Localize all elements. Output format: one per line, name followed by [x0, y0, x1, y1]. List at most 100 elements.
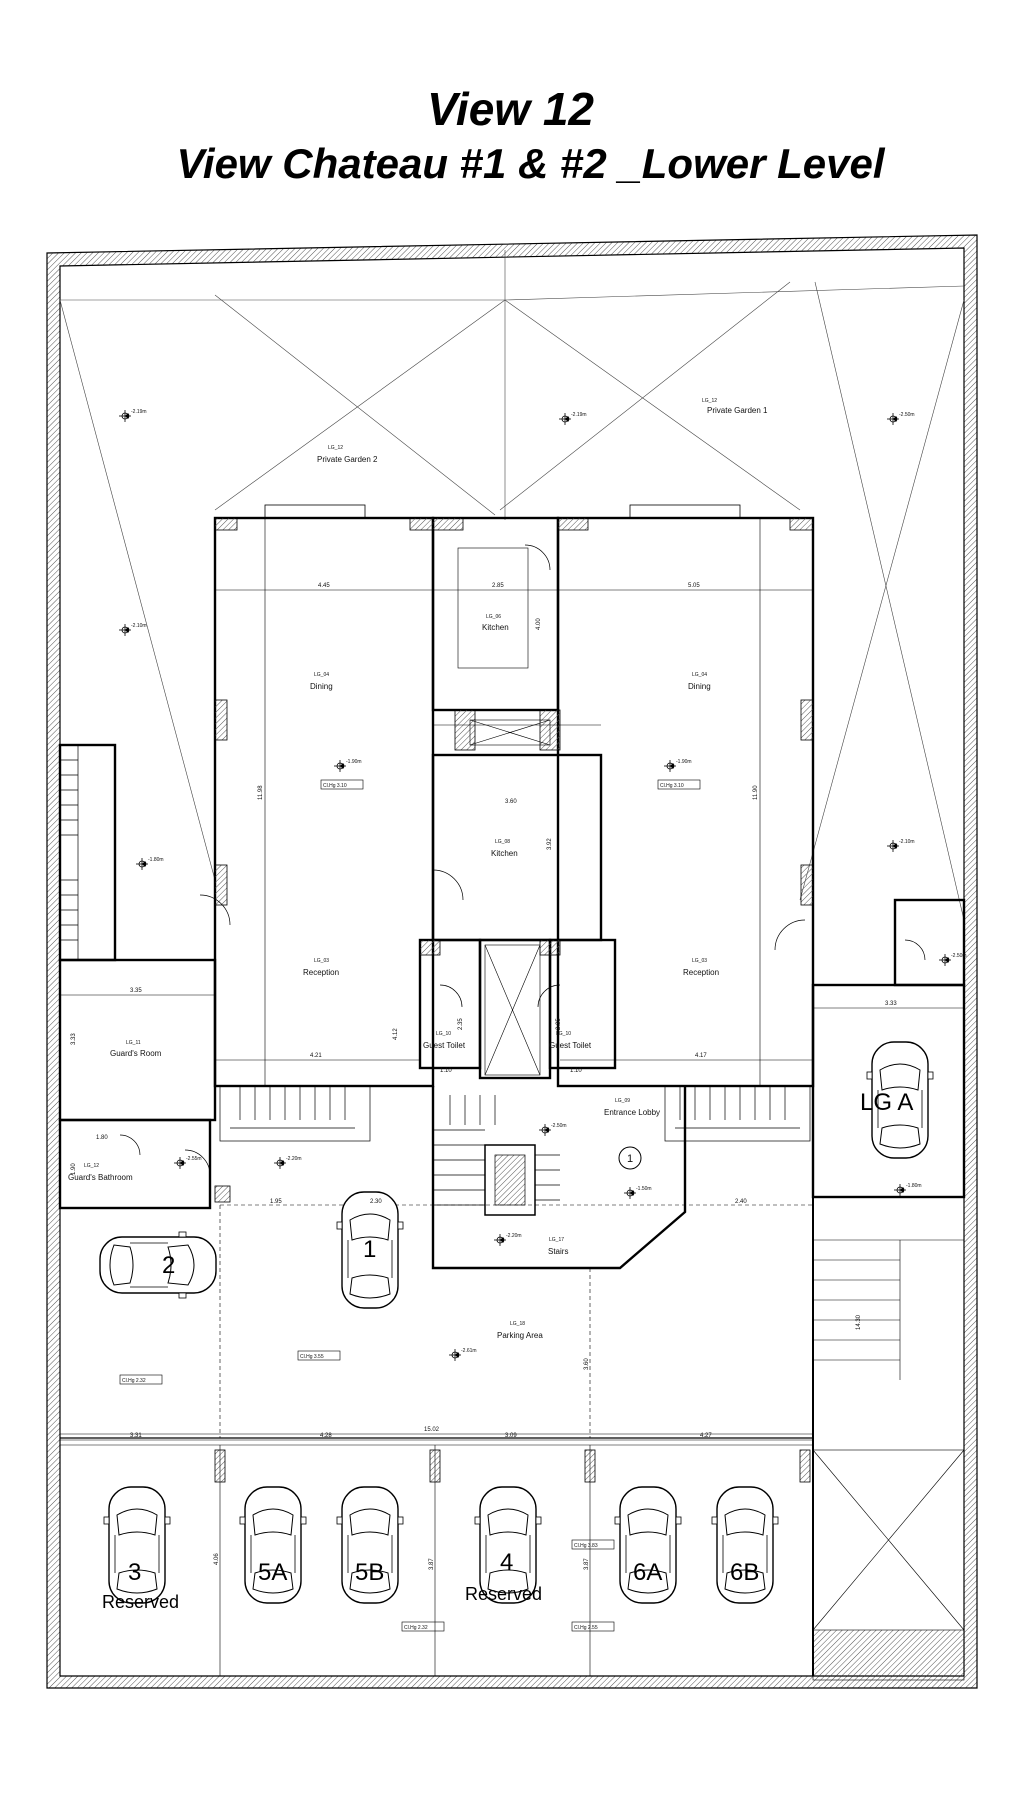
room-tag: LG_03 [314, 958, 329, 964]
room-label: Dining [310, 682, 333, 691]
dimension: 4.45 [318, 583, 330, 589]
level-text: -2.50m [551, 1123, 567, 1129]
dimension: 2.35 [458, 1018, 464, 1030]
ceiling-height: Cl.Hg 2.32 [122, 1378, 146, 1384]
level-icon [886, 412, 900, 426]
room-label: Stairs [548, 1247, 568, 1256]
ceiling-box [401, 1621, 445, 1632]
windows [264, 504, 741, 519]
room-tag: LG_06 [486, 614, 501, 620]
level-text: -2.19m [571, 412, 587, 418]
parking-label: 1 [363, 1236, 376, 1263]
interior-lines [264, 518, 761, 1086]
dimension: 3.87 [584, 1558, 590, 1570]
dimension: 3.60 [505, 799, 517, 805]
parking-label: 3 [128, 1559, 141, 1586]
dimension: 2.35 [556, 1018, 562, 1030]
room-tag: LG_17 [549, 1237, 564, 1243]
level-icon [893, 1183, 907, 1197]
level-text: -2.19m [131, 409, 147, 415]
level-text: -1.80m [148, 857, 164, 863]
level-icon [493, 1233, 507, 1247]
room-tag: LG_09 [615, 1098, 630, 1104]
dimension: 2.40 [735, 1199, 747, 1205]
parking-note: Reserved [102, 1592, 179, 1612]
building-walls [58, 516, 966, 1270]
garden-lines [59, 250, 965, 921]
ramp [812, 985, 965, 1681]
dimension: 3.09 [505, 1433, 517, 1439]
dimension: 3.92 [547, 838, 553, 850]
plan-subtitle: View Chateau #1 & #2 _Lower Level [176, 140, 885, 187]
room-label: Guest Toilet [423, 1041, 466, 1050]
dimension: 3.35 [130, 988, 142, 994]
room-tag: LG_10 [556, 1031, 571, 1037]
dimension: 4.00 [536, 618, 542, 630]
level-text: -1.50m [636, 1186, 652, 1192]
level-text: -2.50m [951, 953, 967, 959]
parking-note: Reserved [465, 1584, 542, 1604]
ceiling-height: Cl.Hg 2.32 [404, 1625, 428, 1631]
parking-label: 4 [500, 1549, 513, 1576]
room-tag: LG_12 [702, 398, 717, 404]
dimension: 15.02 [424, 1427, 440, 1433]
parking-label: 6A [633, 1559, 662, 1586]
dimension: 4.28 [320, 1433, 332, 1439]
room-tag: LG_08 [495, 839, 510, 845]
ceiling-height: Cl.Hg 3.10 [323, 783, 347, 789]
dimension-lines [60, 589, 964, 1441]
parking-label: 6B [730, 1559, 759, 1586]
room-tag: LG_12 [84, 1163, 99, 1169]
level-icon [938, 953, 952, 967]
stairs-left [219, 1085, 371, 1142]
boundary-wall [46, 234, 978, 1689]
dimension: 5.05 [688, 583, 700, 589]
level-text: -2.50m [899, 412, 915, 418]
marker-label: 1 [627, 1153, 633, 1165]
dimension: 4.21 [310, 1053, 322, 1059]
parking-label: 5A [258, 1559, 287, 1586]
dimension: 3.60 [584, 1358, 590, 1370]
ceiling-box [657, 779, 701, 790]
dimension: 1.80 [96, 1135, 108, 1141]
car-2 [99, 1231, 217, 1299]
room-tag: LG_11 [126, 1040, 141, 1046]
room-tag: LG_18 [510, 1321, 525, 1327]
dimension: 1.90 [71, 1163, 77, 1175]
level-icon [886, 839, 900, 853]
level-icon [135, 857, 149, 871]
ceiling-box [571, 1539, 615, 1550]
stairs-guard [60, 745, 79, 960]
room-label: Kitchen [491, 849, 518, 858]
ceiling-box [320, 779, 364, 790]
level-text: -2.20m [506, 1233, 522, 1239]
marker-circle [618, 1146, 642, 1170]
room-label: Reception [683, 968, 719, 977]
plan-title: View 12 [426, 83, 595, 135]
dimension: 4.17 [695, 1053, 707, 1059]
level-text: -2.20m [286, 1156, 302, 1162]
level-icon [538, 1123, 552, 1137]
level-icon [623, 1186, 637, 1200]
room-tag: LG_12 [328, 445, 343, 451]
room-label: Guard's Bathroom [68, 1173, 133, 1182]
parking-label: 5B [355, 1559, 384, 1586]
dimension: 2.30 [370, 1199, 382, 1205]
room-tag: LG_04 [314, 672, 329, 678]
room-label: Dining [688, 682, 711, 691]
parking-label: 2 [162, 1252, 175, 1279]
dimension: 3.33 [885, 1001, 897, 1007]
level-icon [173, 1156, 187, 1170]
level-text: -1.90m [676, 759, 692, 765]
dimension: 4.12 [393, 1028, 399, 1040]
level-text: -2.10m [131, 623, 147, 629]
ceiling-height: Cl.Hg 3.10 [660, 783, 684, 789]
dimension: 4.06 [214, 1553, 220, 1565]
ceiling-height: Cl.Hg 3.83 [574, 1543, 598, 1549]
dimension: 14.30 [856, 1314, 862, 1330]
dimension: 1.95 [270, 1199, 282, 1205]
room-label: Parking Area [497, 1331, 543, 1340]
room-tag: LG_03 [692, 958, 707, 964]
room-label: Private Garden 1 [707, 406, 768, 415]
